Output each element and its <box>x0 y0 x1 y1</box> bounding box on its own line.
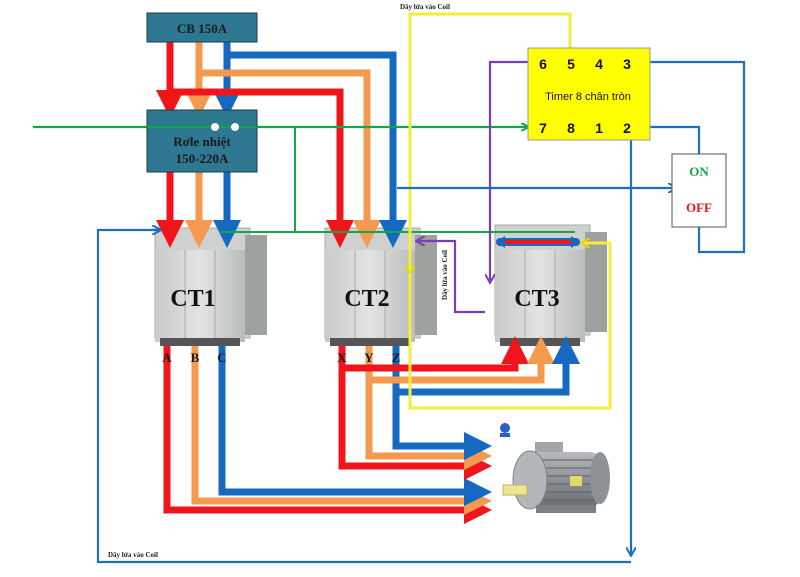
breaker-label: CB 150A <box>177 21 228 36</box>
wire-label-bottom: Dây lửa vào Coil <box>108 551 158 559</box>
wire-y-motor <box>365 346 492 470</box>
wire-orange-to-ct2 <box>199 69 381 248</box>
wire-x-ct3 <box>342 336 529 372</box>
terminal-y: Y <box>364 350 374 365</box>
wire-a-motor <box>163 346 492 524</box>
ct1-label: CT1 <box>170 286 215 312</box>
ct2-label: CT2 <box>344 286 389 312</box>
on-label[interactable]: ON <box>689 164 709 179</box>
ct3-label: CT3 <box>514 286 559 312</box>
wire-y-ct3 <box>369 336 555 384</box>
timer-pin-8: 8 <box>567 120 575 136</box>
timer-label: Timer 8 chân tròn <box>545 91 631 103</box>
circuit-breaker: CB 150A <box>146 12 258 43</box>
wire-blue-on <box>637 127 701 154</box>
wire-label-top: Dây lửa vào Coil <box>400 3 450 11</box>
terminal-b: B <box>191 350 200 365</box>
ct3-star-link <box>496 236 580 248</box>
timer-8-pin: 6 5 4 3 Timer 8 chân tròn 7 8 1 2 <box>527 47 651 141</box>
power-wiring <box>156 42 580 524</box>
wire-b-motor <box>191 346 492 515</box>
control-wiring <box>33 12 746 564</box>
wire-blue-to-ct2 <box>227 51 407 248</box>
timer-pin-5: 5 <box>567 56 575 72</box>
terminal-a: A <box>162 350 172 365</box>
relay-contact-1 <box>211 123 219 131</box>
terminal-x: X <box>337 350 347 365</box>
relay-contact-2 <box>231 123 239 131</box>
terminal-z: Z <box>392 350 401 365</box>
on-off-switch[interactable]: ON OFF <box>671 153 727 228</box>
wire-z-motor <box>392 346 492 460</box>
thermal-relay: Rơle nhiệt 150-220A <box>146 109 258 173</box>
wire-yellow-coil <box>410 12 572 273</box>
off-label[interactable]: OFF <box>686 200 712 215</box>
motor <box>500 423 610 513</box>
terminal-c: C <box>217 350 226 365</box>
wire-red-to-ct2 <box>170 88 354 248</box>
timer-pin-7: 7 <box>539 120 547 136</box>
timer-pin-4: 4 <box>595 56 603 72</box>
wire-purple-timer <box>490 60 538 282</box>
timer-pin-2: 2 <box>623 120 631 136</box>
wire-x-motor <box>338 346 492 480</box>
wire-blue-bottom-coil <box>96 230 631 564</box>
wire-yellow-ct3 <box>408 243 612 410</box>
timer-pin-6: 6 <box>539 56 547 72</box>
timer-pin-3: 3 <box>623 56 631 72</box>
relay-label-line2: 150-220A <box>176 151 229 166</box>
wire-blue-off <box>637 62 746 254</box>
motor-logo-icon <box>500 423 510 437</box>
wire-label-vertical: Dây lửa vào Coil <box>441 250 449 300</box>
wire-purple-ct2 <box>417 241 485 314</box>
wire-c-motor <box>218 346 492 506</box>
wire-z-ct3 <box>396 336 580 396</box>
relay-label-line1: Rơle nhiệt <box>173 134 231 149</box>
timer-pin-1: 1 <box>595 120 603 136</box>
